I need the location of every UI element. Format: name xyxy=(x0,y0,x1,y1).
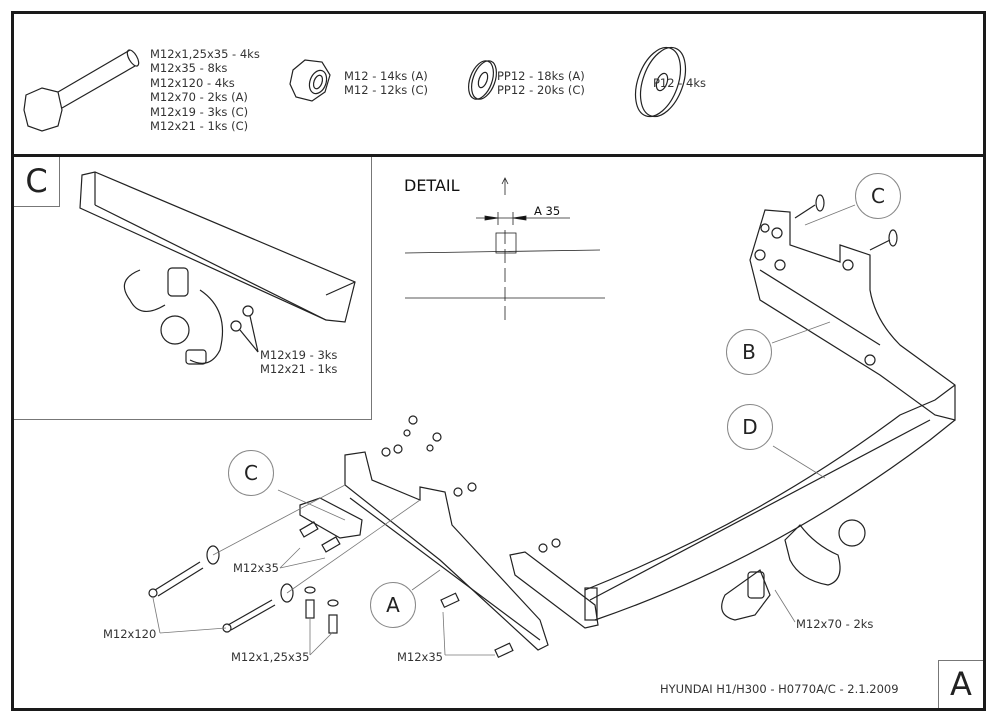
detail-c-crossbar xyxy=(79,171,356,365)
side-bracket-b xyxy=(749,194,956,421)
bolt-icon xyxy=(23,49,140,132)
detail-c-panel xyxy=(14,157,372,420)
nut-icon xyxy=(289,59,331,102)
crossbar-d xyxy=(584,384,956,621)
balloon-a: A xyxy=(370,582,416,628)
spring-washer-spec-2: PP12 - 20ks (C) xyxy=(497,83,585,97)
detail-title: DETAIL xyxy=(404,176,460,195)
bolt-spec-2: M12x35 - 8ks xyxy=(150,61,228,75)
balloon-c-left: C xyxy=(228,450,274,496)
bolt-spec-3: M12x120 - 4ks xyxy=(150,76,235,90)
detail-c-callout-2: M12x21 - 1ks xyxy=(260,362,338,376)
balloon-c-top: C xyxy=(855,173,901,219)
tow-ball xyxy=(721,519,866,621)
drawing-frame xyxy=(11,11,986,711)
detail-c-corner-box: C xyxy=(14,157,60,207)
bolt-spec-4: M12x70 - 2ks (A) xyxy=(150,90,248,104)
detail-c-callout-1: M12x19 - 3ks xyxy=(260,348,338,362)
callout-m12x125x35: M12x1,25x35 xyxy=(231,650,310,664)
nut-spec-2: M12 - 12ks (C) xyxy=(344,83,428,97)
spring-washer-icon xyxy=(468,60,497,100)
balloon-b: B xyxy=(726,329,772,375)
sheet-letter: A xyxy=(950,665,972,703)
header-divider xyxy=(11,154,986,157)
bolt-spec-5: M12x19 - 3ks (C) xyxy=(150,105,249,119)
title-block-text: HYUNDAI H1/H300 - H0770A/C - 2.1.2009 xyxy=(660,682,899,696)
bolt-spec-1: M12x1,25x35 - 4ks xyxy=(150,47,260,61)
callout-m12x35-left: M12x35 xyxy=(233,561,279,575)
spring-washer-spec-1: PP12 - 18ks (A) xyxy=(497,69,585,83)
flat-washer-icon xyxy=(634,46,687,118)
detail-dimension: A 35 xyxy=(534,204,561,218)
detail-c-letter: C xyxy=(25,162,48,200)
flat-washer-spec: P12 - 4ks xyxy=(653,76,706,90)
bolt-spec-6: M12x21 - 1ks (C) xyxy=(150,119,249,133)
nut-spec-1: M12 - 14ks (A) xyxy=(344,69,428,83)
callout-m12x70: M12x70 - 2ks xyxy=(796,617,874,631)
callout-m12x120: M12x120 xyxy=(103,627,157,641)
sheet-letter-box: A xyxy=(938,660,983,708)
loose-fasteners xyxy=(148,223,770,659)
detail-dimension-drawing xyxy=(404,177,605,320)
side-bracket-a xyxy=(299,451,599,651)
leader-lines xyxy=(152,204,856,656)
callout-m12x35-right: M12x35 xyxy=(397,650,443,664)
balloon-d: D xyxy=(727,404,773,450)
